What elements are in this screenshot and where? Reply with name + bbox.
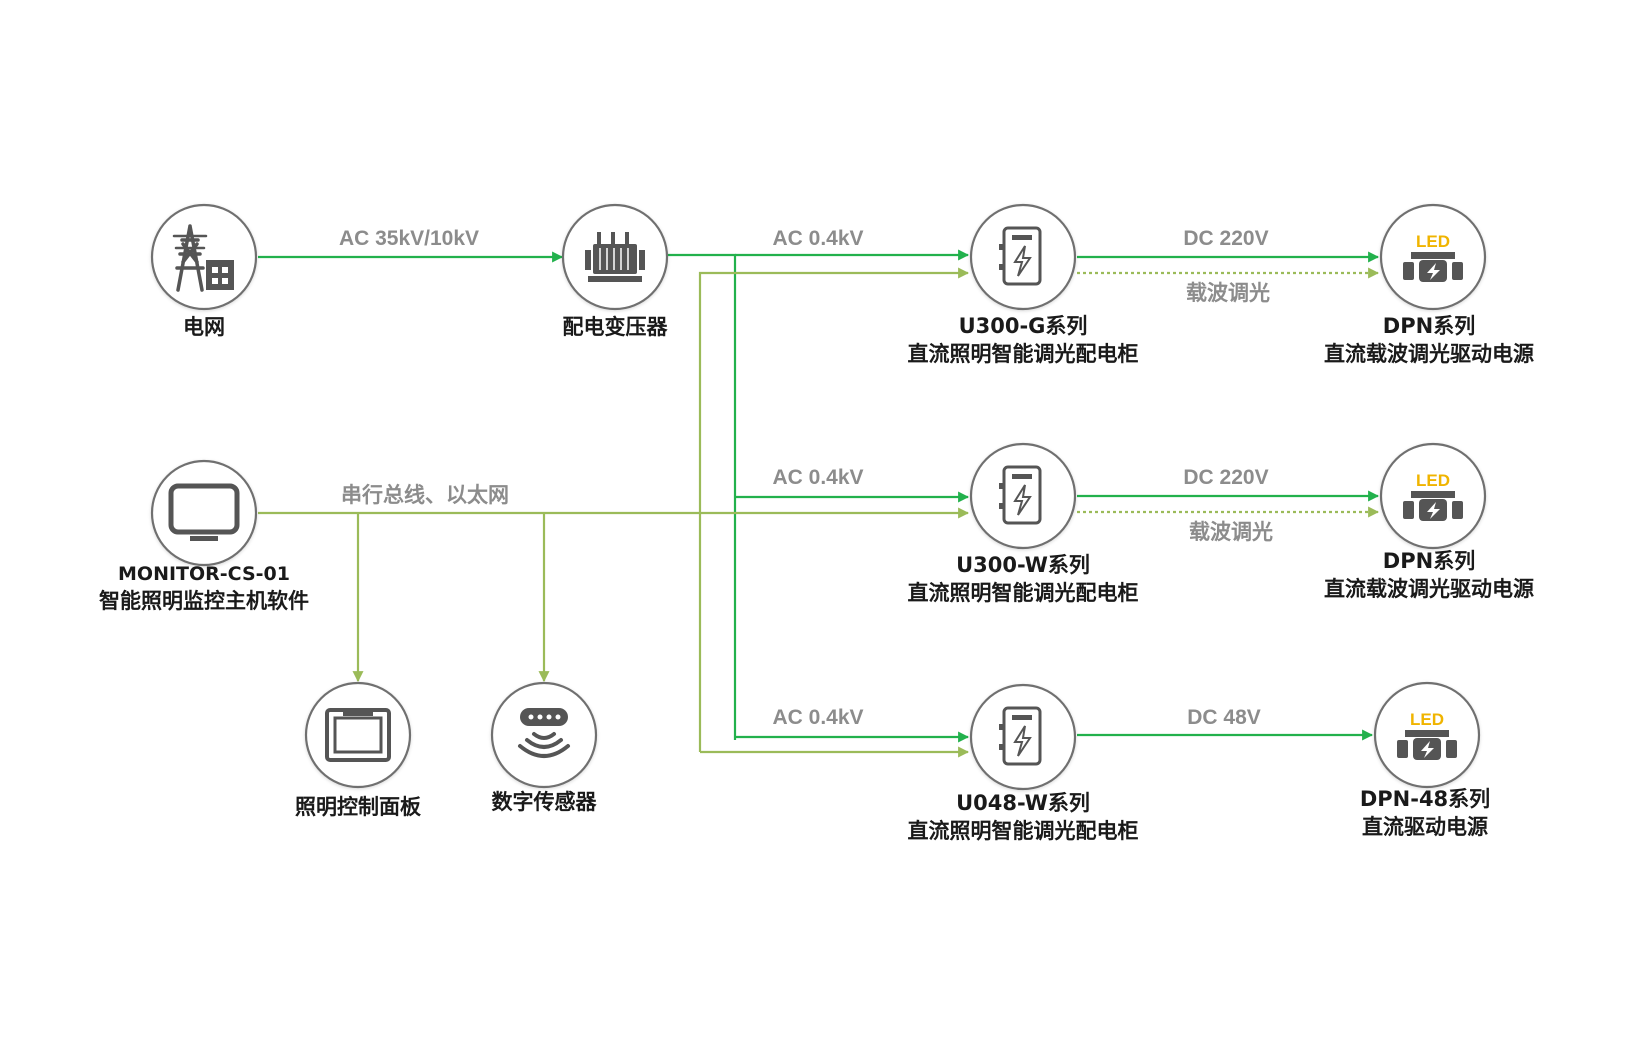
monitor-desc: 智能照明监控主机软件: [99, 589, 309, 613]
cabinet-w-desc: 直流照明智能调光配电柜: [908, 581, 1139, 605]
driver-2-model: DPN系列: [1383, 549, 1475, 573]
cabinet-g-model: U300-G系列: [959, 314, 1088, 338]
monitor-model: MONITOR-CS-01: [118, 563, 290, 585]
power-tower-icon: [172, 224, 234, 292]
distribution-cabinet-icon: [999, 465, 1042, 525]
node-panel: 照明控制面板: [295, 681, 422, 819]
monitor-icon: [168, 483, 240, 541]
edge-control-trunk: [698, 267, 970, 752]
driver-3-desc: 直流驱动电源: [1362, 815, 1488, 839]
connections: [258, 249, 1380, 758]
node-cabinet-w: U300-W系列 直流照明智能调光配电柜: [908, 442, 1139, 605]
control-panel-icon: [325, 708, 391, 762]
driver-1-model: DPN系列: [1383, 314, 1475, 338]
edge-label-ac-2: AC 0.4kV: [772, 466, 863, 489]
cabinet-048-desc: 直流照明智能调光配电柜: [908, 819, 1139, 843]
node-driver-2: LED DPN系列 直流载波调光驱动电源: [1324, 442, 1534, 601]
edge-label-ac-3: AC 0.4kV: [772, 706, 863, 729]
sensor-label: 数字传感器: [492, 790, 598, 814]
edge-label-dc-2: DC 220V: [1183, 466, 1268, 489]
panel-label: 照明控制面板: [295, 795, 422, 819]
driver-3-model: DPN-48系列: [1360, 787, 1490, 811]
edge-label-grid-transformer: AC 35kV/10kV: [339, 227, 479, 250]
node-cabinet-048: U048-W系列 直流照明智能调光配电柜: [908, 683, 1139, 843]
node-transformer: 配电变压器: [561, 203, 669, 339]
distribution-cabinet-icon: [999, 226, 1042, 286]
cabinet-048-model: U048-W系列: [956, 791, 1090, 815]
edge-label-carrier-2: 载波调光: [1189, 520, 1273, 544]
driver-1-desc: 直流载波调光驱动电源: [1324, 342, 1534, 366]
transformer-label: 配电变压器: [563, 315, 669, 339]
led-driver-icon: LED: [1403, 232, 1463, 282]
node-driver-3: LED DPN-48系列 直流驱动电源: [1360, 681, 1490, 839]
transformer-icon: [585, 232, 645, 282]
edge-labels: AC 35kV/10kV AC 0.4kV AC 0.4kV AC 0.4kV …: [339, 227, 1273, 729]
driver-2-desc: 直流载波调光驱动电源: [1324, 577, 1534, 601]
grid-label: 电网: [183, 315, 225, 339]
edge-label-dc-3: DC 48V: [1187, 706, 1261, 729]
edge-label-bus: 串行总线、以太网: [341, 483, 509, 507]
edge-label-ac-1: AC 0.4kV: [772, 227, 863, 250]
edge-label-dc-1: DC 220V: [1183, 227, 1268, 250]
node-driver-1: LED DPN系列 直流载波调光驱动电源: [1324, 203, 1534, 366]
driver-1-led-badge: LED: [1416, 232, 1450, 251]
distribution-cabinet-icon: [999, 706, 1042, 766]
cabinet-g-desc: 直流照明智能调光配电柜: [908, 342, 1139, 366]
node-grid: 电网: [150, 203, 258, 339]
edge-label-carrier-1: 载波调光: [1186, 281, 1270, 305]
led-driver-icon: LED: [1397, 710, 1457, 760]
edge-ac-trunk: [668, 253, 737, 740]
node-cabinet-g: U300-G系列 直流照明智能调光配电柜: [908, 203, 1139, 366]
node-monitor: MONITOR-CS-01 智能照明监控主机软件: [99, 459, 309, 613]
driver-3-led-badge: LED: [1410, 710, 1444, 729]
cabinet-w-model: U300-W系列: [956, 553, 1090, 577]
sensor-icon: [518, 708, 570, 758]
driver-2-led-badge: LED: [1416, 471, 1450, 490]
node-sensor: 数字传感器: [490, 681, 598, 814]
led-driver-icon: LED: [1403, 471, 1463, 521]
